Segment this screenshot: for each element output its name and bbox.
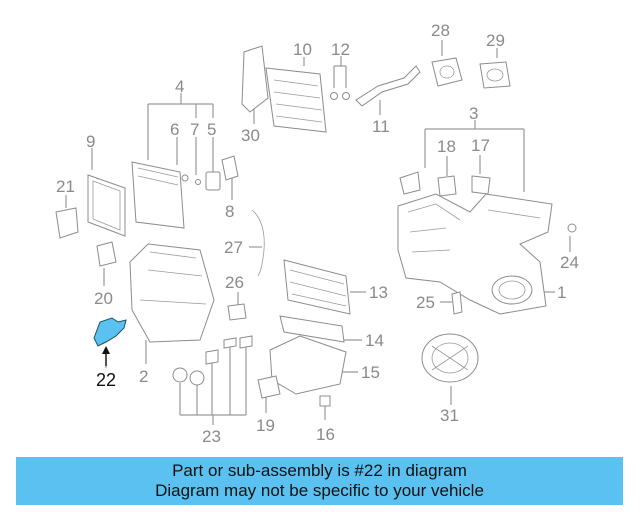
callout-12: 12 xyxy=(331,40,350,59)
callout-24: 24 xyxy=(560,253,579,272)
info-banner: Part or sub-assembly is #22 in diagram D… xyxy=(16,457,623,505)
callout-19: 19 xyxy=(256,416,275,435)
callout-25: 25 xyxy=(416,293,435,312)
callout-11: 11 xyxy=(372,117,390,136)
callout-22-arrow xyxy=(102,346,110,366)
callout-16: 16 xyxy=(316,425,335,444)
callout-26: 26 xyxy=(225,273,244,292)
callout-4: 4 xyxy=(175,77,184,96)
callout-22: 22 xyxy=(96,370,116,390)
part-22-highlight xyxy=(93,317,127,347)
parts-diagram: 1 2 3 4 5 6 7 8 9 10 11 12 13 14 15 16 1… xyxy=(55,21,579,446)
callout-9: 9 xyxy=(86,132,95,151)
callout-30: 30 xyxy=(241,126,260,145)
callout-10: 10 xyxy=(293,40,312,59)
callout-28: 28 xyxy=(431,21,450,40)
callout-3: 3 xyxy=(469,104,478,123)
callout-23: 23 xyxy=(202,427,221,446)
callout-2: 2 xyxy=(139,367,148,386)
callout-7: 7 xyxy=(190,120,199,139)
callout-6: 6 xyxy=(170,120,179,139)
callout-1: 1 xyxy=(557,283,566,302)
callout-29: 29 xyxy=(486,31,505,50)
callout-21: 21 xyxy=(56,177,75,196)
callout-14: 14 xyxy=(365,331,384,350)
callout-13: 13 xyxy=(369,283,388,302)
callout-27: 27 xyxy=(224,238,243,257)
callout-31: 31 xyxy=(440,406,459,425)
callout-numbers: 1 2 3 4 5 6 7 8 9 10 11 12 13 14 15 16 1… xyxy=(56,21,579,446)
banner-line-1: Part or sub-assembly is #22 in diagram xyxy=(172,461,467,480)
part-drawings xyxy=(55,45,577,407)
banner-line-2: Diagram may not be specific to your vehi… xyxy=(155,481,484,500)
callout-8: 8 xyxy=(225,202,234,221)
callout-18: 18 xyxy=(437,137,456,156)
callout-20: 20 xyxy=(94,289,113,308)
callout-5: 5 xyxy=(207,120,216,139)
callout-15: 15 xyxy=(361,363,380,382)
callout-17: 17 xyxy=(471,136,490,155)
